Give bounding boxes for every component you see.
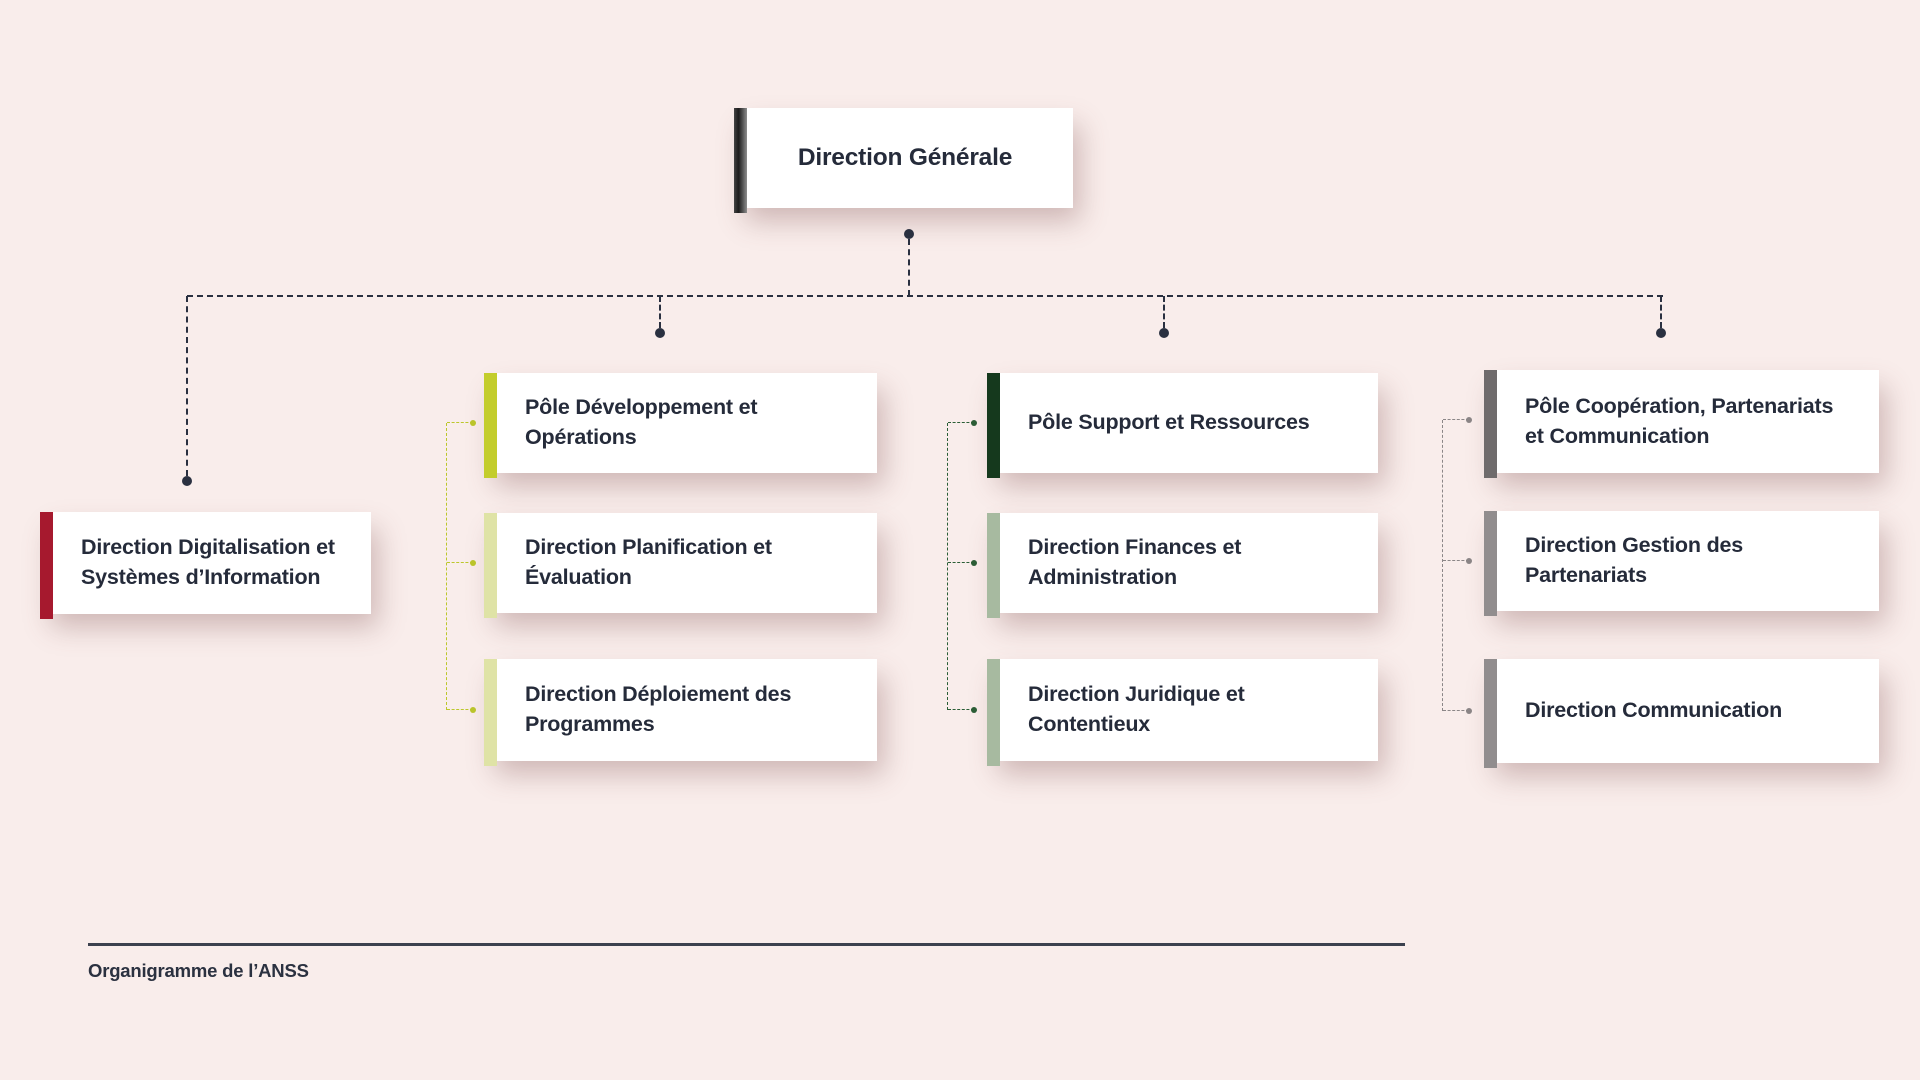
org-box-direction-planification-evaluation: Direction Planification et Évaluation (484, 513, 877, 618)
org-box-direction-juridique-contentieux: Direction Juridique et Contentieux (987, 659, 1378, 766)
connector-support-dot-3 (971, 707, 977, 713)
connector-support-stub-1 (948, 422, 974, 423)
connector-devops-dot-1 (470, 420, 476, 426)
connector-devops-dot-3 (470, 707, 476, 713)
connector-devops-stub-3 (447, 709, 473, 710)
accent-bar (987, 659, 1000, 766)
accent-bar (987, 513, 1000, 618)
accent-bar (484, 659, 497, 766)
org-box-label: Direction Juridique et Contentieux (1028, 682, 1245, 736)
org-box-direction-gestion-partenariats: Direction Gestion des Partenariats (1484, 511, 1879, 616)
connector-support-stub-2 (948, 562, 974, 563)
connector-cooperation-dot-1 (1466, 417, 1472, 423)
org-box-label: Direction Planification et Évaluation (525, 535, 772, 589)
connector-cooperation-dot-2 (1466, 558, 1472, 564)
org-box-label: Direction Déploiement des Programmes (525, 682, 792, 736)
connector-cooperation-stub-1 (1443, 419, 1469, 420)
connector-root-dot (904, 229, 914, 239)
connector-branch1-dot (182, 476, 192, 486)
org-box-direction-communication: Direction Communication (1484, 659, 1879, 768)
connector-devops-stub-2 (447, 562, 473, 563)
accent-bar (484, 373, 497, 478)
org-box-label: Pôle Support et Ressources (1028, 410, 1310, 435)
connector-branch4-vertical (1660, 296, 1662, 328)
org-box-label: Direction Communication (1525, 698, 1783, 723)
connector-support-stub-3 (948, 709, 974, 710)
org-box-direction-generale: Direction Générale (734, 108, 1073, 213)
footer-caption: Organigramme de l’ANSS (88, 960, 309, 981)
connector-support-vertical (947, 423, 948, 710)
org-box-label: Pôle Coopération, Partenariats et Commun… (1525, 393, 1834, 448)
org-box-pole-cooperation-partenariats-communication: Pôle Coopération, Partenariats et Commun… (1484, 370, 1879, 478)
org-box-direction-deploiement-programmes: Direction Déploiement des Programmes (484, 659, 877, 766)
org-box-pole-support-ressources: Pôle Support et Ressources (987, 373, 1378, 478)
connector-support-dot-1 (971, 420, 977, 426)
org-box-label: Direction Gestion des Partenariats (1525, 533, 1744, 587)
org-box-direction-finances-administration: Direction Finances et Administration (987, 513, 1378, 618)
connector-branch1-vertical (186, 296, 188, 476)
connector-main-horizontal (187, 295, 1663, 297)
org-box-label: Direction Finances et Administration (1028, 535, 1242, 589)
connector-cooperation-dot-3 (1466, 708, 1472, 714)
accent-bar (1484, 370, 1497, 478)
accent-bar (484, 513, 497, 618)
connector-branch2-dot (655, 328, 665, 338)
org-box-label: Direction Digitalisation et Systèmes d’I… (81, 535, 335, 589)
org-box-pole-developpement-operations: Pôle Développement et Opérations (484, 373, 877, 478)
connector-devops-dot-2 (470, 560, 476, 566)
connector-root-vertical (908, 239, 910, 296)
connector-cooperation-stub-3 (1443, 710, 1469, 711)
org-box-direction-digitalisation-si: Direction Digitalisation et Systèmes d’I… (40, 512, 371, 619)
connector-devops-vertical (446, 423, 447, 710)
accent-bar (40, 512, 53, 619)
connector-cooperation-stub-2 (1443, 560, 1469, 561)
connector-branch4-dot (1656, 328, 1666, 338)
accent-bar (1484, 511, 1497, 616)
connector-branch2-vertical (659, 296, 661, 328)
org-box-label: Pôle Développement et Opérations (525, 395, 758, 449)
footer-divider (88, 943, 1405, 946)
connector-branch3-dot (1159, 328, 1169, 338)
accent-bar (734, 108, 747, 213)
org-box-label: Direction Générale (797, 144, 1013, 172)
connector-support-dot-2 (971, 560, 977, 566)
connector-cooperation-vertical (1442, 420, 1443, 711)
accent-bar (1484, 659, 1497, 768)
connector-devops-stub-1 (447, 422, 473, 423)
accent-bar (987, 373, 1000, 478)
connector-branch3-vertical (1163, 296, 1165, 328)
